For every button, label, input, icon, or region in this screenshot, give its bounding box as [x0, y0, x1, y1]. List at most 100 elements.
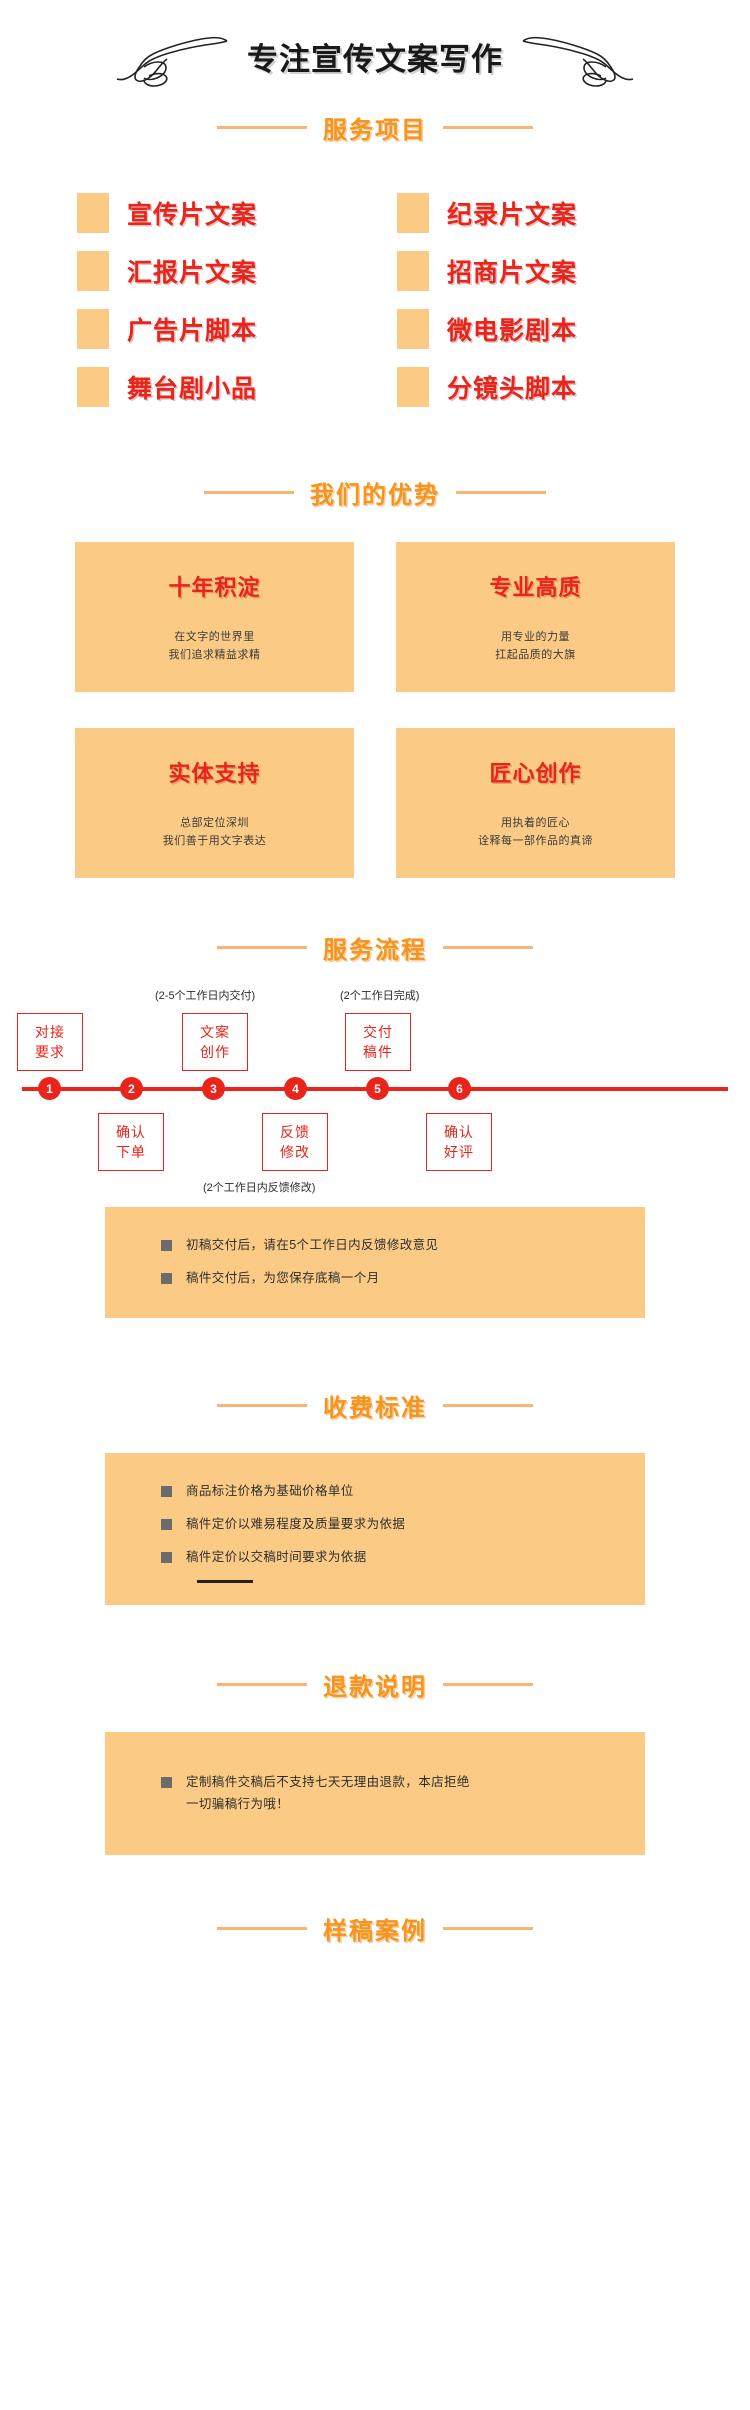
advantages-grid: 十年积淀 在文字的世界里 我们追求精益求精 专业高质 用专业的力量 扛起品质的大… [75, 542, 675, 878]
note-row: 稿件交付后，为您保存底稿一个月 [105, 1262, 645, 1295]
process-bottom-notes: (2个工作日内反馈修改) [0, 1175, 750, 1195]
process-step-dot[interactable]: 1 [38, 1077, 61, 1100]
section-title-refund: 退款说明 [323, 1674, 427, 1702]
service-item-label: 纪录片文案 [447, 201, 578, 229]
service-item-label: 分镜头脚本 [447, 375, 578, 403]
process-notes-panel: 初稿交付后，请在5个工作日内反馈修改意见 稿件交付后，为您保存底稿一个月 [105, 1207, 645, 1318]
section-header-advantages: 我们的优势 [0, 475, 750, 510]
process-step-line1: 交付 [363, 1023, 393, 1040]
advantage-title: 实体支持 [168, 760, 261, 786]
process-step-line2: 创作 [200, 1044, 230, 1060]
process-note-feedback: (2个工作日内反馈修改) [203, 1182, 316, 1194]
process-step-line2: 要求 [35, 1044, 65, 1060]
pricing-row: 商品标注价格为基础价格单位 [105, 1475, 645, 1508]
process-steps-bottom: 确认 下单 反馈 修改 确认 好评 [0, 1113, 750, 1175]
process-step-line2: 修改 [280, 1144, 310, 1160]
pricing-text: 稿件定价以交稿时间要求为依据 [186, 1550, 367, 1564]
process-timeline: (2-5个工作日内交付) (2个工作日完成) 对接 要求 文案 创作 交付 稿件… [0, 987, 750, 1195]
process-step-box[interactable]: 确认 下单 [98, 1113, 164, 1171]
service-item[interactable]: 分镜头脚本 [375, 367, 695, 407]
divider-line-right [443, 1926, 533, 1930]
process-step-dot[interactable]: 6 [448, 1077, 471, 1100]
refund-row: 定制稿件交稿后不支持七天无理由退款，本店拒绝 一切骗稿行为哦！ [105, 1766, 645, 1821]
process-step-line1: 确认 [116, 1123, 146, 1140]
pricing-text: 稿件定价以难易程度及质量要求为依据 [186, 1516, 406, 1531]
service-item[interactable]: 广告片脚本 [55, 309, 375, 349]
process-step-dot[interactable]: 4 [284, 1077, 307, 1100]
page-header: 专注宣传文案写作 [0, 10, 750, 102]
process-step-box[interactable]: 确认 好评 [426, 1113, 492, 1171]
advantage-description: 用专业的力量 扛起品质的大旗 [495, 630, 576, 661]
square-bullet-icon [161, 1518, 172, 1530]
advantage-card: 专业高质 用专业的力量 扛起品质的大旗 [396, 542, 675, 692]
note-text: 初稿交付后，请在5个工作日内反馈修改意见 [186, 1238, 439, 1252]
divider-line-left [217, 126, 307, 129]
process-step-line2: 好评 [444, 1144, 474, 1160]
process-steps-top: 对接 要求 文案 创作 交付 稿件 [0, 1013, 750, 1075]
section-header-process: 服务流程 [0, 930, 750, 965]
refund-panel: 定制稿件交稿后不支持七天无理由退款，本店拒绝 一切骗稿行为哦！ [105, 1732, 645, 1855]
divider-line-right [443, 1683, 533, 1687]
square-marker-icon [397, 367, 429, 407]
process-step-line1: 对接 [35, 1023, 65, 1040]
advantage-card: 实体支持 总部定位深圳 我们善于用文字表达 [75, 728, 354, 878]
square-bullet-icon [161, 1552, 172, 1563]
advantage-card: 十年积淀 在文字的世界里 我们追求精益求精 [75, 542, 354, 692]
note-text: 稿件交付后，为您保存底稿一个月 [186, 1271, 380, 1286]
square-bullet-icon [161, 1240, 172, 1251]
services-grid: 宣传片文案 纪录片文案 汇报片文案 招商片文案 广告片脚本 微电影剧本 舞台剧小… [55, 193, 695, 407]
advantage-card: 匠心创作 用执着的匠心 诠释每一部作品的真谛 [396, 728, 675, 878]
advantage-description: 总部定位深圳 我们善于用文字表达 [162, 816, 267, 847]
section-title-process: 服务流程 [323, 937, 427, 964]
process-step-dot[interactable]: 2 [120, 1077, 143, 1100]
divider-line-right [443, 946, 533, 949]
section-header-pricing: 收费标准 [0, 1388, 750, 1423]
process-step-line1: 确认 [444, 1123, 474, 1140]
advantage-title: 匠心创作 [489, 760, 582, 786]
service-item-label: 广告片脚本 [127, 317, 258, 345]
service-item[interactable]: 汇报片文案 [55, 251, 375, 291]
section-title-samples: 样稿案例 [323, 1917, 427, 1945]
section-header-samples: 样稿案例 [0, 1911, 750, 1946]
page-title: 专注宣传文案写作 [247, 41, 503, 77]
divider-line-left [217, 1403, 307, 1407]
process-step-line1: 反馈 [280, 1123, 310, 1140]
section-title-advantages: 我们的优势 [310, 482, 440, 509]
pricing-text: 商品标注价格为基础价格单位 [186, 1483, 354, 1498]
service-item-label: 汇报片文案 [127, 259, 258, 287]
pricing-row: 稿件定价以难易程度及质量要求为依据 [105, 1508, 645, 1541]
process-step-box[interactable]: 文案 创作 [182, 1013, 248, 1071]
section-title-pricing: 收费标准 [323, 1394, 427, 1422]
service-item[interactable]: 宣传片文案 [55, 193, 375, 233]
process-step-box[interactable]: 对接 要求 [17, 1013, 83, 1071]
service-item[interactable]: 微电影剧本 [375, 309, 695, 349]
square-marker-icon [77, 193, 109, 233]
pricing-panel: 商品标注价格为基础价格单位 稿件定价以难易程度及质量要求为依据 稿件定价以交稿时… [105, 1452, 645, 1606]
square-bullet-icon [161, 1777, 172, 1789]
pointing-hand-left-icon [517, 21, 637, 91]
divider-line-right [456, 491, 546, 494]
square-marker-icon [77, 251, 109, 291]
service-item[interactable]: 纪录片文案 [375, 193, 695, 233]
square-marker-icon [77, 309, 109, 349]
section-header-services: 服务项目 [0, 110, 750, 145]
process-note-completion: (2个工作日完成) [340, 990, 420, 1002]
process-step-box[interactable]: 交付 稿件 [345, 1013, 411, 1071]
divider-line-right [443, 1403, 533, 1407]
service-item-label: 宣传片文案 [127, 201, 258, 229]
process-step-dot[interactable]: 3 [202, 1077, 225, 1100]
service-item[interactable]: 舞台剧小品 [55, 367, 375, 407]
pricing-row: 稿件定价以交稿时间要求为依据 [105, 1541, 645, 1574]
service-item[interactable]: 招商片文案 [375, 251, 695, 291]
advantage-title: 十年积淀 [168, 574, 261, 600]
square-marker-icon [397, 193, 429, 233]
refund-text: 定制稿件交稿后不支持七天无理由退款，本店拒绝 一切骗稿行为哦！ [186, 1775, 470, 1811]
section-header-refund: 退款说明 [0, 1667, 750, 1702]
process-step-dot[interactable]: 5 [366, 1077, 389, 1100]
underline-marker [197, 1580, 253, 1584]
divider-line-right [443, 126, 533, 129]
process-top-notes: (2-5个工作日内交付) (2个工作日完成) [0, 987, 750, 1005]
process-step-box[interactable]: 反馈 修改 [262, 1113, 328, 1171]
section-title-services: 服务项目 [323, 117, 427, 144]
process-step-line2: 稿件 [363, 1044, 393, 1060]
